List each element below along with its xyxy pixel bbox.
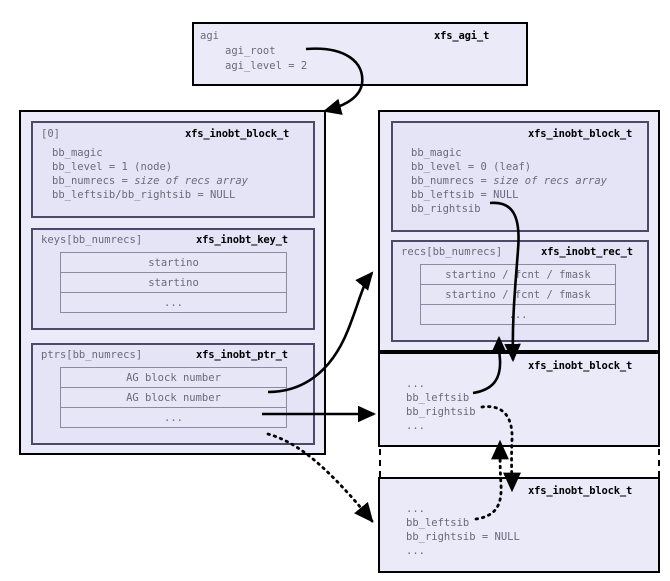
leaf2-field-dots-top: ... — [406, 378, 425, 390]
keys-label: keys[bb_numrecs] — [41, 234, 143, 246]
node-field-numrecs: bb_numrecs = size of recs array — [52, 175, 248, 187]
keys-row: startino — [60, 252, 287, 273]
recs-type: xfs_inobt_rec_t — [541, 246, 633, 258]
keys-row: ... — [60, 292, 287, 313]
node-index: [0] — [41, 128, 60, 140]
leaf3-field-dots-bottom: ... — [406, 545, 425, 557]
ptrs-label: ptrs[bb_numrecs] — [41, 349, 143, 361]
leaf1-field-numrecs: bb_numrecs = size of recs array — [411, 175, 607, 187]
leaf2-field-leftsib: bb_leftsib — [406, 392, 470, 404]
agi-name: agi — [200, 30, 219, 42]
agi-field-root: agi_root — [225, 45, 276, 57]
ptrs-row: AG block number — [60, 367, 287, 388]
leaf2-field-rightsib: bb_rightsib — [406, 406, 476, 418]
ptrs-row: AG block number — [60, 387, 287, 408]
leaf3-type: xfs_inobt_block_t — [528, 485, 633, 497]
recs-rows: startino / fcnt / fmask startino / fcnt … — [420, 264, 616, 329]
ptrs-rows: AG block number AG block number ... — [60, 367, 287, 432]
leaf1-field-leftsib: bb_leftsib = NULL — [411, 189, 519, 201]
leaf3-field-leftsib: bb_leftsib — [406, 517, 470, 529]
dashed-separator-left — [379, 449, 381, 477]
leaf1-field-level: bb_level = 0 (leaf) — [411, 161, 532, 173]
leaf2-type: xfs_inobt_block_t — [528, 360, 633, 372]
keys-rows: startino startino ... — [60, 252, 287, 317]
node-header-panel — [31, 121, 315, 218]
ptrs-type: xfs_inobt_ptr_t — [196, 349, 288, 361]
keys-type: xfs_inobt_key_t — [196, 234, 288, 246]
recs-row: ... — [420, 304, 616, 325]
leaf1-field-magic: bb_magic — [411, 147, 462, 159]
recs-row: startino / fcnt / fmask — [420, 284, 616, 305]
leaf3-field-dots-top: ... — [406, 503, 425, 515]
keys-row: startino — [60, 272, 287, 293]
node-type: xfs_inobt_block_t — [185, 128, 290, 140]
agi-field-level: agi_level = 2 — [225, 60, 308, 72]
recs-label: recs[bb_numrecs] — [401, 246, 503, 258]
leaf3-field-rightsib: bb_rightsib = NULL — [406, 531, 520, 543]
recs-row: startino / fcnt / fmask — [420, 264, 616, 285]
leaf2-field-dots-bottom: ... — [406, 420, 425, 432]
leaf1-header-panel — [391, 121, 649, 232]
ptrs-row: ... — [60, 407, 287, 428]
node-field-sibs: bb_leftsib/bb_rightsib = NULL — [52, 189, 236, 201]
node-field-level: bb_level = 1 (node) — [52, 161, 173, 173]
leaf1-field-rightsib: bb_rightsib — [411, 203, 481, 215]
dashed-separator-right — [658, 449, 660, 477]
node-field-magic: bb_magic — [52, 147, 103, 159]
agi-type: xfs_agi_t — [434, 30, 490, 42]
leaf1-type: xfs_inobt_block_t — [528, 128, 633, 140]
